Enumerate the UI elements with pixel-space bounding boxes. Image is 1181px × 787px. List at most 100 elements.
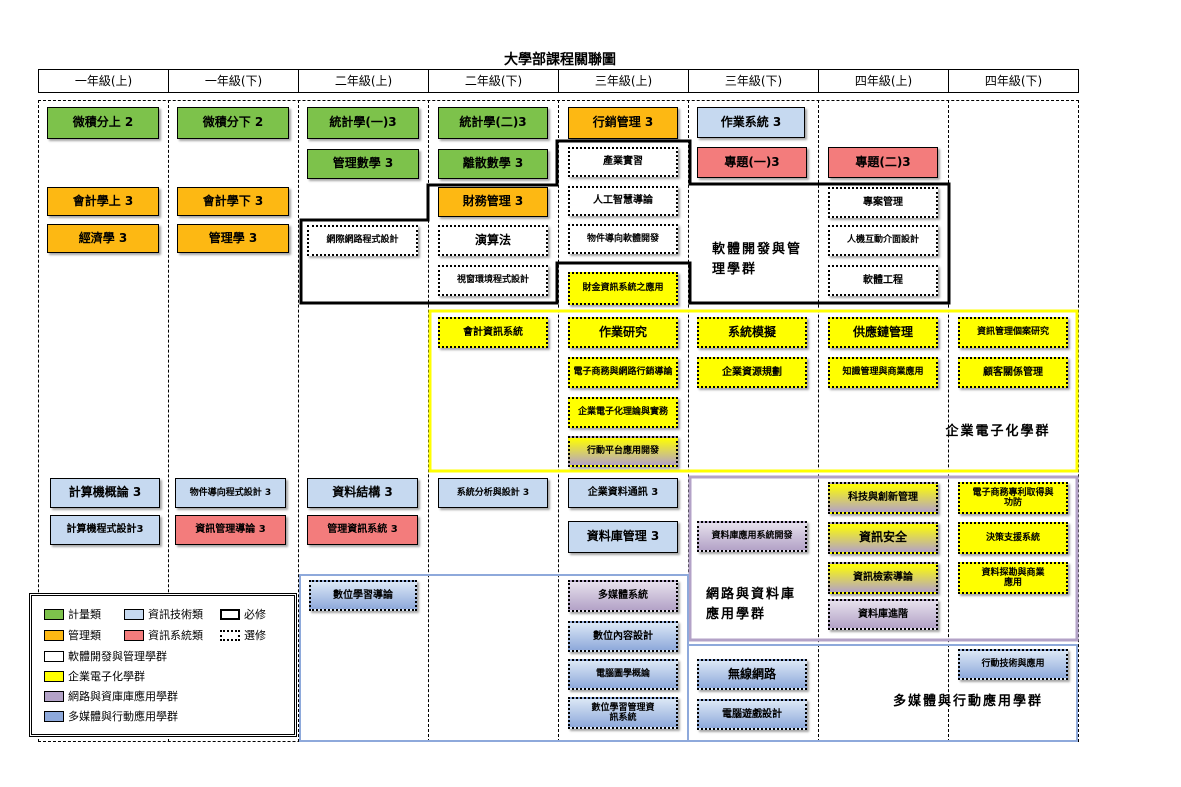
- header-year4-spring: 四年級(下): [948, 69, 1079, 93]
- course-info-security[interactable]: 資訊安全: [828, 522, 938, 554]
- ebiz-group-outline: [428, 309, 1079, 473]
- legend-group-network: 網路與資庫庫應用學群: [44, 688, 178, 704]
- course-operations-research[interactable]: 作業研究: [568, 317, 678, 348]
- course-mobile-app-dev[interactable]: 行動平台應用開發: [568, 436, 678, 467]
- legend-mgmt: 管理類: [44, 627, 101, 643]
- course-accounting-1[interactable]: 會計學上 3: [47, 187, 159, 216]
- course-database-mgmt[interactable]: 資料庫管理 3: [568, 521, 678, 553]
- column-divider: [298, 100, 299, 742]
- legend-swatch-required: [220, 608, 240, 620]
- course-statistics-1[interactable]: 統計學(一)3: [307, 107, 419, 139]
- course-ai-intro[interactable]: 人工智慧導論: [568, 186, 678, 216]
- course-calculus-2[interactable]: 微積分下 2: [177, 107, 289, 139]
- course-management[interactable]: 管理學 3: [177, 224, 289, 253]
- course-system-simulation[interactable]: 系統模擬: [697, 317, 807, 348]
- course-elearning-intro[interactable]: 數位學習導論: [309, 580, 417, 611]
- course-management-math[interactable]: 管理數學 3: [307, 149, 419, 179]
- legend-elective: 選修: [220, 627, 266, 643]
- course-wireless-network[interactable]: 無線網路: [697, 659, 807, 690]
- course-system-analysis[interactable]: 系統分析與設計 3: [438, 478, 548, 508]
- course-project-management[interactable]: 專案管理: [828, 187, 938, 218]
- legend-label-network: 網路與資庫庫應用學群: [68, 690, 178, 703]
- course-accounting-2[interactable]: 會計學下 3: [177, 187, 289, 216]
- legend-swatch-mgmt: [44, 629, 64, 641]
- course-oop[interactable]: 物件導向程式設計 3: [175, 478, 286, 508]
- course-programming[interactable]: 計算機程式設計3: [50, 515, 160, 545]
- course-project-1[interactable]: 專題(一)3: [697, 147, 807, 178]
- course-computer-graphics[interactable]: 電腦圖學概論: [568, 659, 678, 690]
- legend-label-software: 軟體開發與管理學群: [68, 650, 167, 663]
- course-enterprise-ebiz[interactable]: 企業電子化理論與實務: [568, 397, 678, 428]
- course-db-app-dev[interactable]: 資料庫應用系統開發: [697, 521, 807, 552]
- software-group-outline: [299, 139, 951, 305]
- column-divider: [38, 100, 39, 742]
- column-divider: [818, 100, 819, 742]
- course-oo-software-dev[interactable]: 物件導向軟體開發: [568, 224, 678, 254]
- course-hci[interactable]: 人機互動介面設計: [828, 225, 938, 256]
- course-crm[interactable]: 顧客關係管理: [958, 357, 1068, 388]
- multimedia-group-outline-ext: [688, 644, 1078, 742]
- course-im-case-study[interactable]: 資訊管理個案研究: [958, 317, 1068, 348]
- course-statistics-2[interactable]: 統計學(二)3: [438, 107, 548, 139]
- course-data-communication[interactable]: 企業資料通訊 3: [568, 478, 678, 508]
- course-intro-im[interactable]: 資訊管理導論 3: [175, 515, 286, 545]
- legend-group-ebiz: 企業電子化學群: [44, 668, 145, 684]
- course-erp[interactable]: 企業資源規劃: [697, 357, 807, 388]
- course-windows-programming[interactable]: 視窗環境程式設計: [438, 265, 548, 296]
- course-project-2[interactable]: 專題(二)3: [828, 147, 938, 178]
- multimedia-group-outline: [299, 574, 689, 742]
- course-info-retrieval[interactable]: 資訊檢索導論: [828, 562, 938, 594]
- header-year2-fall: 二年級(上): [298, 69, 429, 93]
- legend-swatch-is: [124, 629, 144, 641]
- course-internship[interactable]: 產業實習: [568, 147, 678, 177]
- course-algorithms[interactable]: 演算法: [438, 225, 548, 256]
- column-divider: [688, 100, 689, 742]
- legend-is: 資訊系統類: [124, 627, 203, 643]
- course-advanced-database[interactable]: 資料庫進階: [828, 599, 938, 630]
- course-mobile-tech[interactable]: 行動技術與應用: [958, 649, 1068, 680]
- legend-group-software: 軟體開發與管理學群: [44, 648, 167, 664]
- column-divider: [168, 100, 169, 742]
- course-supply-chain[interactable]: 供應鏈管理: [828, 317, 938, 348]
- legend-label-required: 必修: [244, 608, 266, 621]
- legend-label-math: 計量類: [68, 608, 101, 621]
- course-digital-content[interactable]: 數位內容設計: [568, 621, 678, 652]
- legend-swatch-math: [44, 608, 64, 620]
- legend-math: 計量類: [44, 606, 101, 622]
- page-title: 大學部課程關聯圖: [504, 52, 616, 68]
- course-ecommerce-marketing[interactable]: 電子商務與網路行銷導論: [568, 357, 678, 388]
- header-year4-fall: 四年級(上): [818, 69, 949, 93]
- course-elearning-mis[interactable]: 數位學習管理資訊系統: [568, 697, 678, 729]
- course-finance[interactable]: 財務管理 3: [438, 187, 548, 217]
- course-fintech-is[interactable]: 財金資訊系統之應用: [568, 272, 678, 305]
- group-label-software: 軟體開發與管理學群: [712, 242, 803, 277]
- course-mis[interactable]: 管理資訊系統 3: [307, 515, 418, 545]
- course-tech-innovation[interactable]: 科技與創新管理: [828, 482, 938, 514]
- course-knowledge-management[interactable]: 知識管理與商業應用: [828, 357, 938, 388]
- course-economics[interactable]: 經濟學 3: [47, 224, 159, 253]
- legend: 計量類 資訊技術類 必修 管理類 資訊系統類 選修 軟體開發與管理學群 企業電子…: [29, 593, 297, 737]
- course-multimedia[interactable]: 多媒體系統: [568, 580, 678, 612]
- group-label-multimedia: 多媒體與行動應用學群: [892, 694, 1043, 709]
- course-intro-computer[interactable]: 計算機概論 3: [50, 478, 160, 508]
- course-data-structures[interactable]: 資料結構 3: [307, 478, 418, 508]
- course-accounting-is[interactable]: 會計資訊系統: [438, 317, 548, 348]
- column-divider: [948, 100, 949, 742]
- legend-label-elective: 選修: [244, 629, 266, 642]
- course-data-mining[interactable]: 資料探勘與商業應用: [958, 562, 1068, 594]
- legend-label-multimedia: 多媒體與行動應用學群: [68, 710, 178, 723]
- course-ecommerce-patent[interactable]: 電子商務專利取得與功防: [958, 482, 1068, 514]
- course-calculus-1[interactable]: 微積分上 2: [47, 107, 159, 139]
- legend-group-multimedia: 多媒體與行動應用學群: [44, 708, 178, 724]
- course-dss[interactable]: 決策支援系統: [958, 522, 1068, 554]
- legend-label-mgmt: 管理類: [68, 629, 101, 642]
- course-game-design[interactable]: 電腦遊戲設計: [697, 699, 807, 730]
- header-year2-spring: 二年級(下): [428, 69, 559, 93]
- legend-it: 資訊技術類: [124, 606, 203, 622]
- course-operating-systems[interactable]: 作業系統 3: [697, 107, 805, 138]
- course-software-engineering[interactable]: 軟體工程: [828, 265, 938, 296]
- legend-swatch-ebiz: [44, 670, 64, 682]
- course-discrete-math[interactable]: 離散數學 3: [438, 149, 548, 179]
- course-marketing[interactable]: 行銷管理 3: [568, 107, 678, 139]
- course-web-programming[interactable]: 網際網路程式設計: [307, 225, 418, 256]
